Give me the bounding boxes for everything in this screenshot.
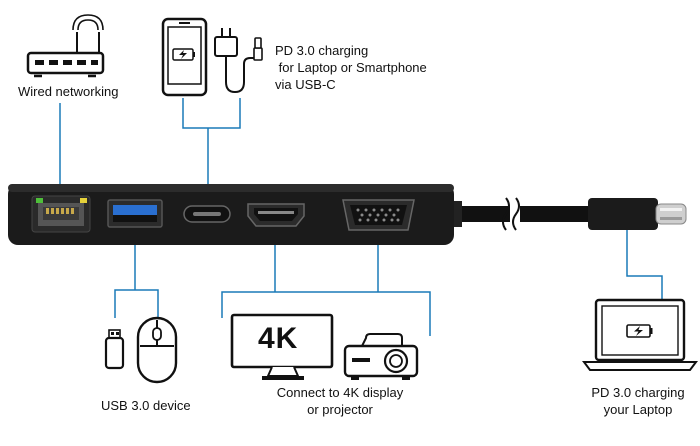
charger-plug-icon bbox=[214, 28, 263, 94]
pd-phone-label-line2: for Laptop or Smartphone bbox=[275, 60, 427, 75]
pd-laptop-label-line1: PD 3.0 charging bbox=[591, 385, 685, 400]
battery-icon bbox=[172, 48, 195, 61]
usb-device-bracket bbox=[114, 289, 159, 318]
usb-stick-icon bbox=[104, 329, 125, 370]
usb-c-cable bbox=[454, 197, 687, 231]
pd-laptop-label-line2: your Laptop bbox=[603, 402, 673, 417]
pd-phone-label-line1: PD 3.0 charging bbox=[275, 43, 369, 58]
usb-c-port bbox=[183, 205, 231, 223]
mouse-icon bbox=[136, 316, 178, 384]
ethernet-link-led bbox=[36, 198, 43, 203]
pd-phone-label-line3: via USB-C bbox=[275, 77, 336, 92]
laptop-connector-line bbox=[626, 230, 663, 300]
smartphone-icon bbox=[161, 17, 208, 97]
usb-device-label: USB 3.0 device bbox=[101, 398, 191, 413]
ethernet-port bbox=[31, 195, 91, 233]
display-label-line1: Connect to 4K display bbox=[276, 385, 404, 400]
battery-icon bbox=[626, 324, 653, 338]
ethernet-activity-led bbox=[80, 198, 87, 203]
monitor-4k-text: 4K bbox=[258, 322, 299, 355]
projector-icon bbox=[343, 333, 419, 380]
vga-port bbox=[342, 199, 415, 231]
laptop-icon bbox=[582, 298, 698, 371]
hdmi-port bbox=[247, 203, 305, 227]
usb-c-hub bbox=[8, 184, 454, 245]
monitor-icon bbox=[230, 313, 334, 380]
router-icon bbox=[26, 14, 105, 78]
display-bracket bbox=[221, 291, 431, 336]
display-label-line2: or projector bbox=[307, 402, 373, 417]
usb-a-port bbox=[107, 199, 163, 228]
usbc-phone-connector-line bbox=[182, 98, 241, 129]
wired-networking-label: Wired networking bbox=[18, 84, 119, 99]
